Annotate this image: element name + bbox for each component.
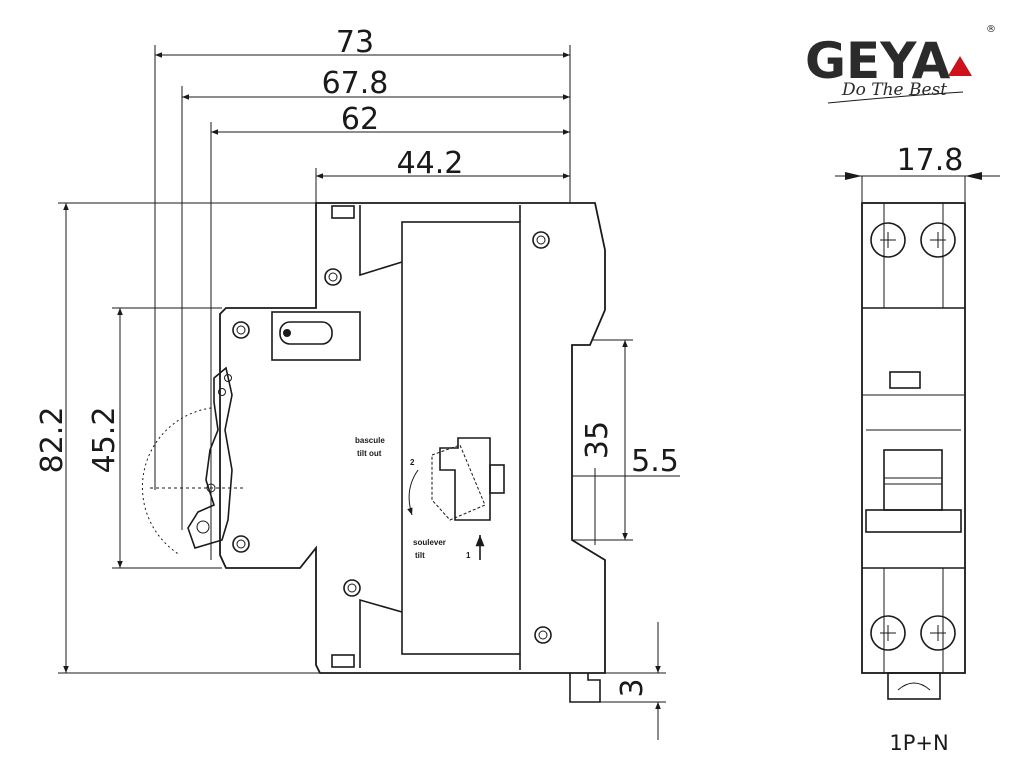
front-din-clip	[887, 672, 941, 700]
front-screws	[870, 222, 956, 651]
toggle-lever	[187, 366, 233, 549]
terminal-screw-icon	[870, 615, 906, 651]
geya-logo: GEYA ® Do The Best	[805, 24, 996, 104]
side-center-panel	[401, 221, 521, 655]
side-view-dimensions: 73 67.8 62 44.2 82.2 45.2 35 5.5 3	[35, 25, 680, 740]
screw-hole-inner	[236, 539, 246, 549]
terminal-screw-cross	[880, 625, 896, 641]
bottom-tab	[331, 654, 355, 668]
dim-label-82-2: 82.2	[35, 407, 70, 474]
terminal-screw-icon	[870, 222, 906, 258]
screw-hole-inner	[328, 272, 338, 282]
front-housing	[861, 202, 966, 674]
brand-wordmark: GEYA	[805, 32, 951, 90]
screw-hole-inner	[347, 583, 357, 593]
arrow-head-left	[845, 172, 862, 180]
screw-hole	[324, 268, 342, 286]
dim-label-44-2: 44.2	[397, 146, 464, 181]
arrow-head-right	[965, 172, 982, 180]
breaker-front-view: 17.8 1P+N	[835, 143, 1000, 755]
screw-hole	[343, 579, 361, 597]
din-clip	[569, 673, 601, 703]
side-lower-channel	[359, 598, 403, 668]
label-step-2: 2	[410, 458, 415, 467]
label-soulever: soulever	[413, 538, 446, 547]
side-upper-channel	[359, 205, 403, 277]
terminal-screw-icon	[920, 615, 956, 651]
toggle-window	[271, 311, 361, 361]
terminal-screw-cross	[930, 625, 946, 641]
tilt-body-ghost	[431, 444, 486, 521]
terminal-screw-cross	[930, 232, 946, 248]
tilt-diagram: bascule tilt out soulever tilt 2 1	[355, 436, 505, 560]
screw-hole	[534, 626, 552, 644]
front-view-caption: 1P+N	[889, 731, 948, 755]
label-tilt: tilt	[415, 551, 425, 560]
dim-label-3: 3	[615, 678, 650, 697]
dim-label-73: 73	[336, 25, 374, 60]
side-housing-outline	[219, 202, 606, 674]
lever-pin-1	[224, 374, 232, 382]
dim-label-35: 35	[580, 421, 615, 459]
toggle-slot	[279, 321, 333, 345]
toggle-dot	[283, 329, 291, 337]
terminal-screw-cross	[880, 232, 896, 248]
breaker-side-view: bascule tilt out soulever tilt 2 1	[141, 202, 606, 703]
tilt-arrow-curve	[407, 469, 419, 516]
screw-hole	[232, 321, 250, 339]
dim-label-67-8: 67.8	[322, 66, 389, 101]
tilt-body-clip	[489, 464, 505, 494]
label-step-1: 1	[466, 551, 471, 560]
screw-hole	[232, 535, 250, 553]
dim-label-45-2: 45.2	[87, 407, 122, 474]
front-indicator	[889, 371, 921, 389]
front-din-clip-slot	[897, 682, 931, 691]
registered-mark: ®	[986, 24, 996, 35]
label-bascule: bascule	[355, 436, 385, 445]
screw-hole	[532, 231, 550, 249]
front-handle	[865, 509, 962, 533]
side-screws	[232, 231, 552, 644]
lever-knob	[196, 520, 210, 534]
top-tab	[331, 205, 355, 219]
dim-label-5-5: 5.5	[631, 444, 679, 479]
dim-label-17-8: 17.8	[897, 143, 964, 178]
lever-pin-2	[218, 388, 226, 396]
slogan-swoosh	[827, 91, 964, 104]
tilt-body-outline	[439, 437, 491, 521]
dim-label-62: 62	[341, 102, 379, 137]
screw-hole-inner	[536, 235, 546, 245]
terminal-screw-icon	[920, 222, 956, 258]
brand-red-triangle	[948, 56, 972, 76]
screw-hole-inner	[538, 630, 548, 640]
screw-hole-inner	[236, 325, 246, 335]
label-tilt-out: tilt out	[357, 449, 382, 458]
